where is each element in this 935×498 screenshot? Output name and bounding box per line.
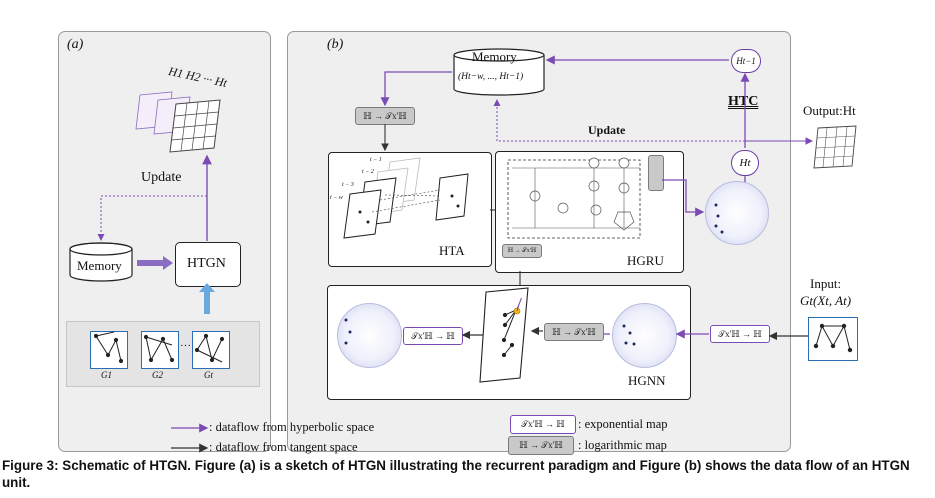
log-map-hgnn: ℍ → 𝒯x'ℍ [544, 323, 604, 341]
legend-exp-box: 𝒯x'ℍ → ℍ [510, 415, 576, 434]
panel-b-label: (b) [327, 37, 344, 52]
memory-cylinder-b: Memory (Ht−w, ..., Ht−1) [452, 47, 546, 97]
update-label-b: Update [588, 123, 626, 137]
memory-label-a: Memory [77, 258, 122, 273]
hgnn-label: HGNN [628, 373, 666, 388]
legend-log-box: ℍ → 𝒯x'ℍ [508, 436, 574, 455]
panel-a-update-label: Update [141, 170, 182, 185]
legend-log-text: : logarithmic map [578, 438, 667, 452]
graph-label-g1: G1 [101, 370, 112, 380]
t-label-1: t − 1 [370, 157, 382, 163]
input-graph-label: Gt(Xt, At) [800, 293, 852, 308]
input-title: Input: [810, 276, 842, 291]
memory-sub-b: (Ht−w, ..., Ht−1) [458, 72, 524, 82]
hta-label: HTA [439, 243, 465, 258]
memory-title-b: Memory [472, 49, 517, 64]
hgru-label: HGRU [627, 253, 664, 268]
htgn-label: HTGN [187, 256, 226, 271]
graph-label-g2: G2 [152, 370, 163, 380]
legend-hyperbolic-text: : dataflow from hyperbolic space [209, 420, 375, 434]
legend-exp-text: : exponential map [578, 417, 668, 431]
htc-label: HTC [728, 94, 759, 109]
hyperbolic-disk-hgnn-left [337, 303, 402, 368]
hyperbolic-disk-hgru [705, 181, 769, 245]
node-ht-prev: Ht−1 [731, 49, 761, 73]
figure-caption: Figure 3: Schematic of HTGN. Figure (a) … [2, 458, 910, 490]
t-label-2: t − 2 [362, 169, 374, 175]
log-map-hgru: ℍ → 𝒯x'ℍ [502, 244, 542, 258]
output-label: Output:Ht [803, 103, 856, 118]
input-graph-box [808, 317, 858, 361]
node-ht: Ht [731, 150, 759, 176]
graphs-ellipsis: ··· [180, 340, 191, 352]
exp-map-hgnn-left: 𝒯x'ℍ → ℍ [403, 327, 463, 345]
memory-cylinder-a: Memory [68, 241, 134, 283]
graph-label-gt: Gt [204, 370, 213, 380]
log-map-hgru-side [648, 155, 664, 191]
exp-map-input: 𝒯x'ℍ → ℍ [710, 325, 770, 343]
t-label-w: t − w [330, 195, 343, 201]
t-label-3: t − 3 [342, 182, 354, 188]
hyperbolic-disk-hgnn-right [612, 303, 677, 368]
legend-tangent-text: : dataflow from tangent space [209, 440, 358, 454]
panel-a-label: (a) [67, 37, 84, 52]
htgn-box: HTGN [175, 242, 241, 287]
